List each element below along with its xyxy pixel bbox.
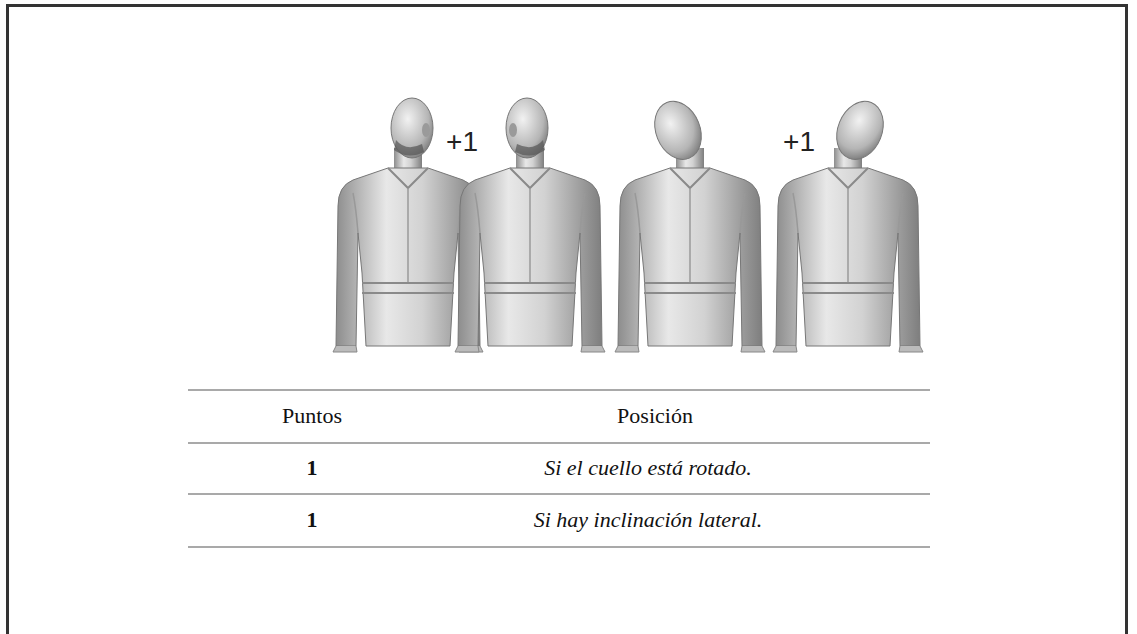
table-cell: 1 bbox=[307, 508, 318, 532]
score-label: +1 bbox=[783, 127, 815, 158]
table-cell: Si el cuello está rotado. bbox=[544, 456, 752, 480]
table-cell: Si hay inclinación lateral. bbox=[534, 508, 763, 532]
table-header: Puntos bbox=[282, 404, 342, 428]
table-header: Posición bbox=[617, 404, 693, 428]
table-cell: 1 bbox=[307, 456, 318, 480]
score-label: +1 bbox=[446, 127, 478, 158]
